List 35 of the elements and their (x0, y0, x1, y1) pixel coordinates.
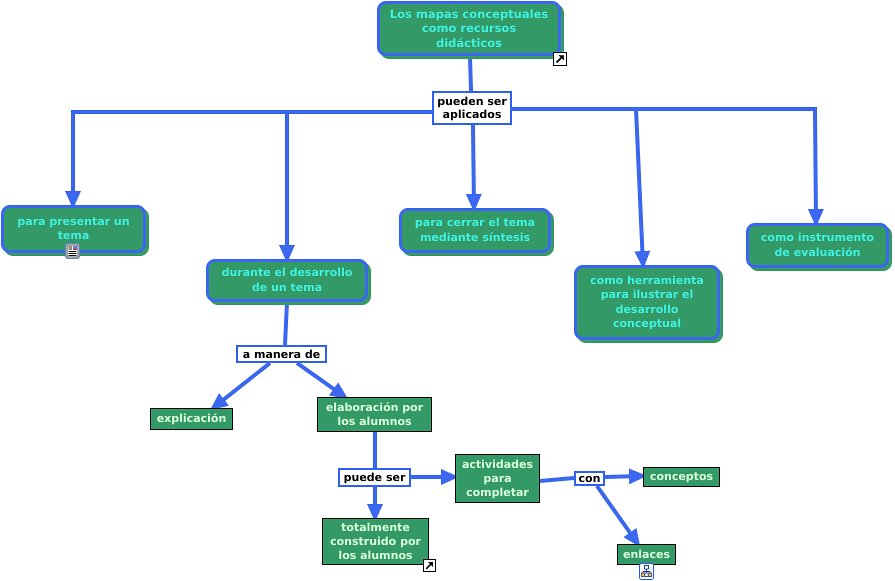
concept-node (455, 454, 540, 503)
concept-node (317, 397, 432, 432)
concept-node (399, 208, 551, 253)
concept-node (377, 1, 561, 56)
concept-node (206, 259, 368, 302)
concept-node (574, 265, 720, 340)
concept-text: para cerrar el tema mediante síntesis (414, 216, 536, 245)
linking-phrase-box (236, 345, 327, 363)
concept-text: enlaces (622, 548, 670, 562)
connector-line (373, 432, 377, 468)
concept-text: elaboración por los alumnos (324, 400, 424, 428)
concept-node (1, 205, 146, 253)
concept-text: actividades para completar (460, 458, 534, 500)
concept-node (643, 467, 720, 487)
concept-text: durante el desarrollo de un tema (220, 266, 354, 295)
concept-node (322, 518, 429, 565)
concept-text: como herramienta para ilustrar el desarrollo conceptual (589, 274, 705, 332)
arrow (210, 361, 272, 410)
connector-line (540, 476, 574, 483)
concept-text: conceptos (650, 470, 714, 484)
concept-text: totalmente construido por los alumnos (329, 520, 422, 562)
concept-text: para presentar un tema (16, 214, 131, 244)
arrow (296, 361, 348, 400)
linking-phrase: con (578, 472, 600, 485)
concept-node (150, 408, 233, 430)
linking-phrase-box (574, 471, 605, 486)
linking-phrase: puede ser (344, 471, 406, 484)
concept-node (617, 544, 676, 565)
concept-text: explicación (156, 412, 226, 426)
concept-node (746, 223, 889, 268)
linking-phrase: pueden ser aplicados (436, 95, 508, 121)
linking-phrase-box (338, 468, 411, 487)
concept-text: como instrumento de evaluación (760, 231, 876, 260)
linking-phrase: a manera de (242, 348, 320, 360)
concept-text: Los mapas conceptuales como recursos didácticos (388, 6, 550, 50)
